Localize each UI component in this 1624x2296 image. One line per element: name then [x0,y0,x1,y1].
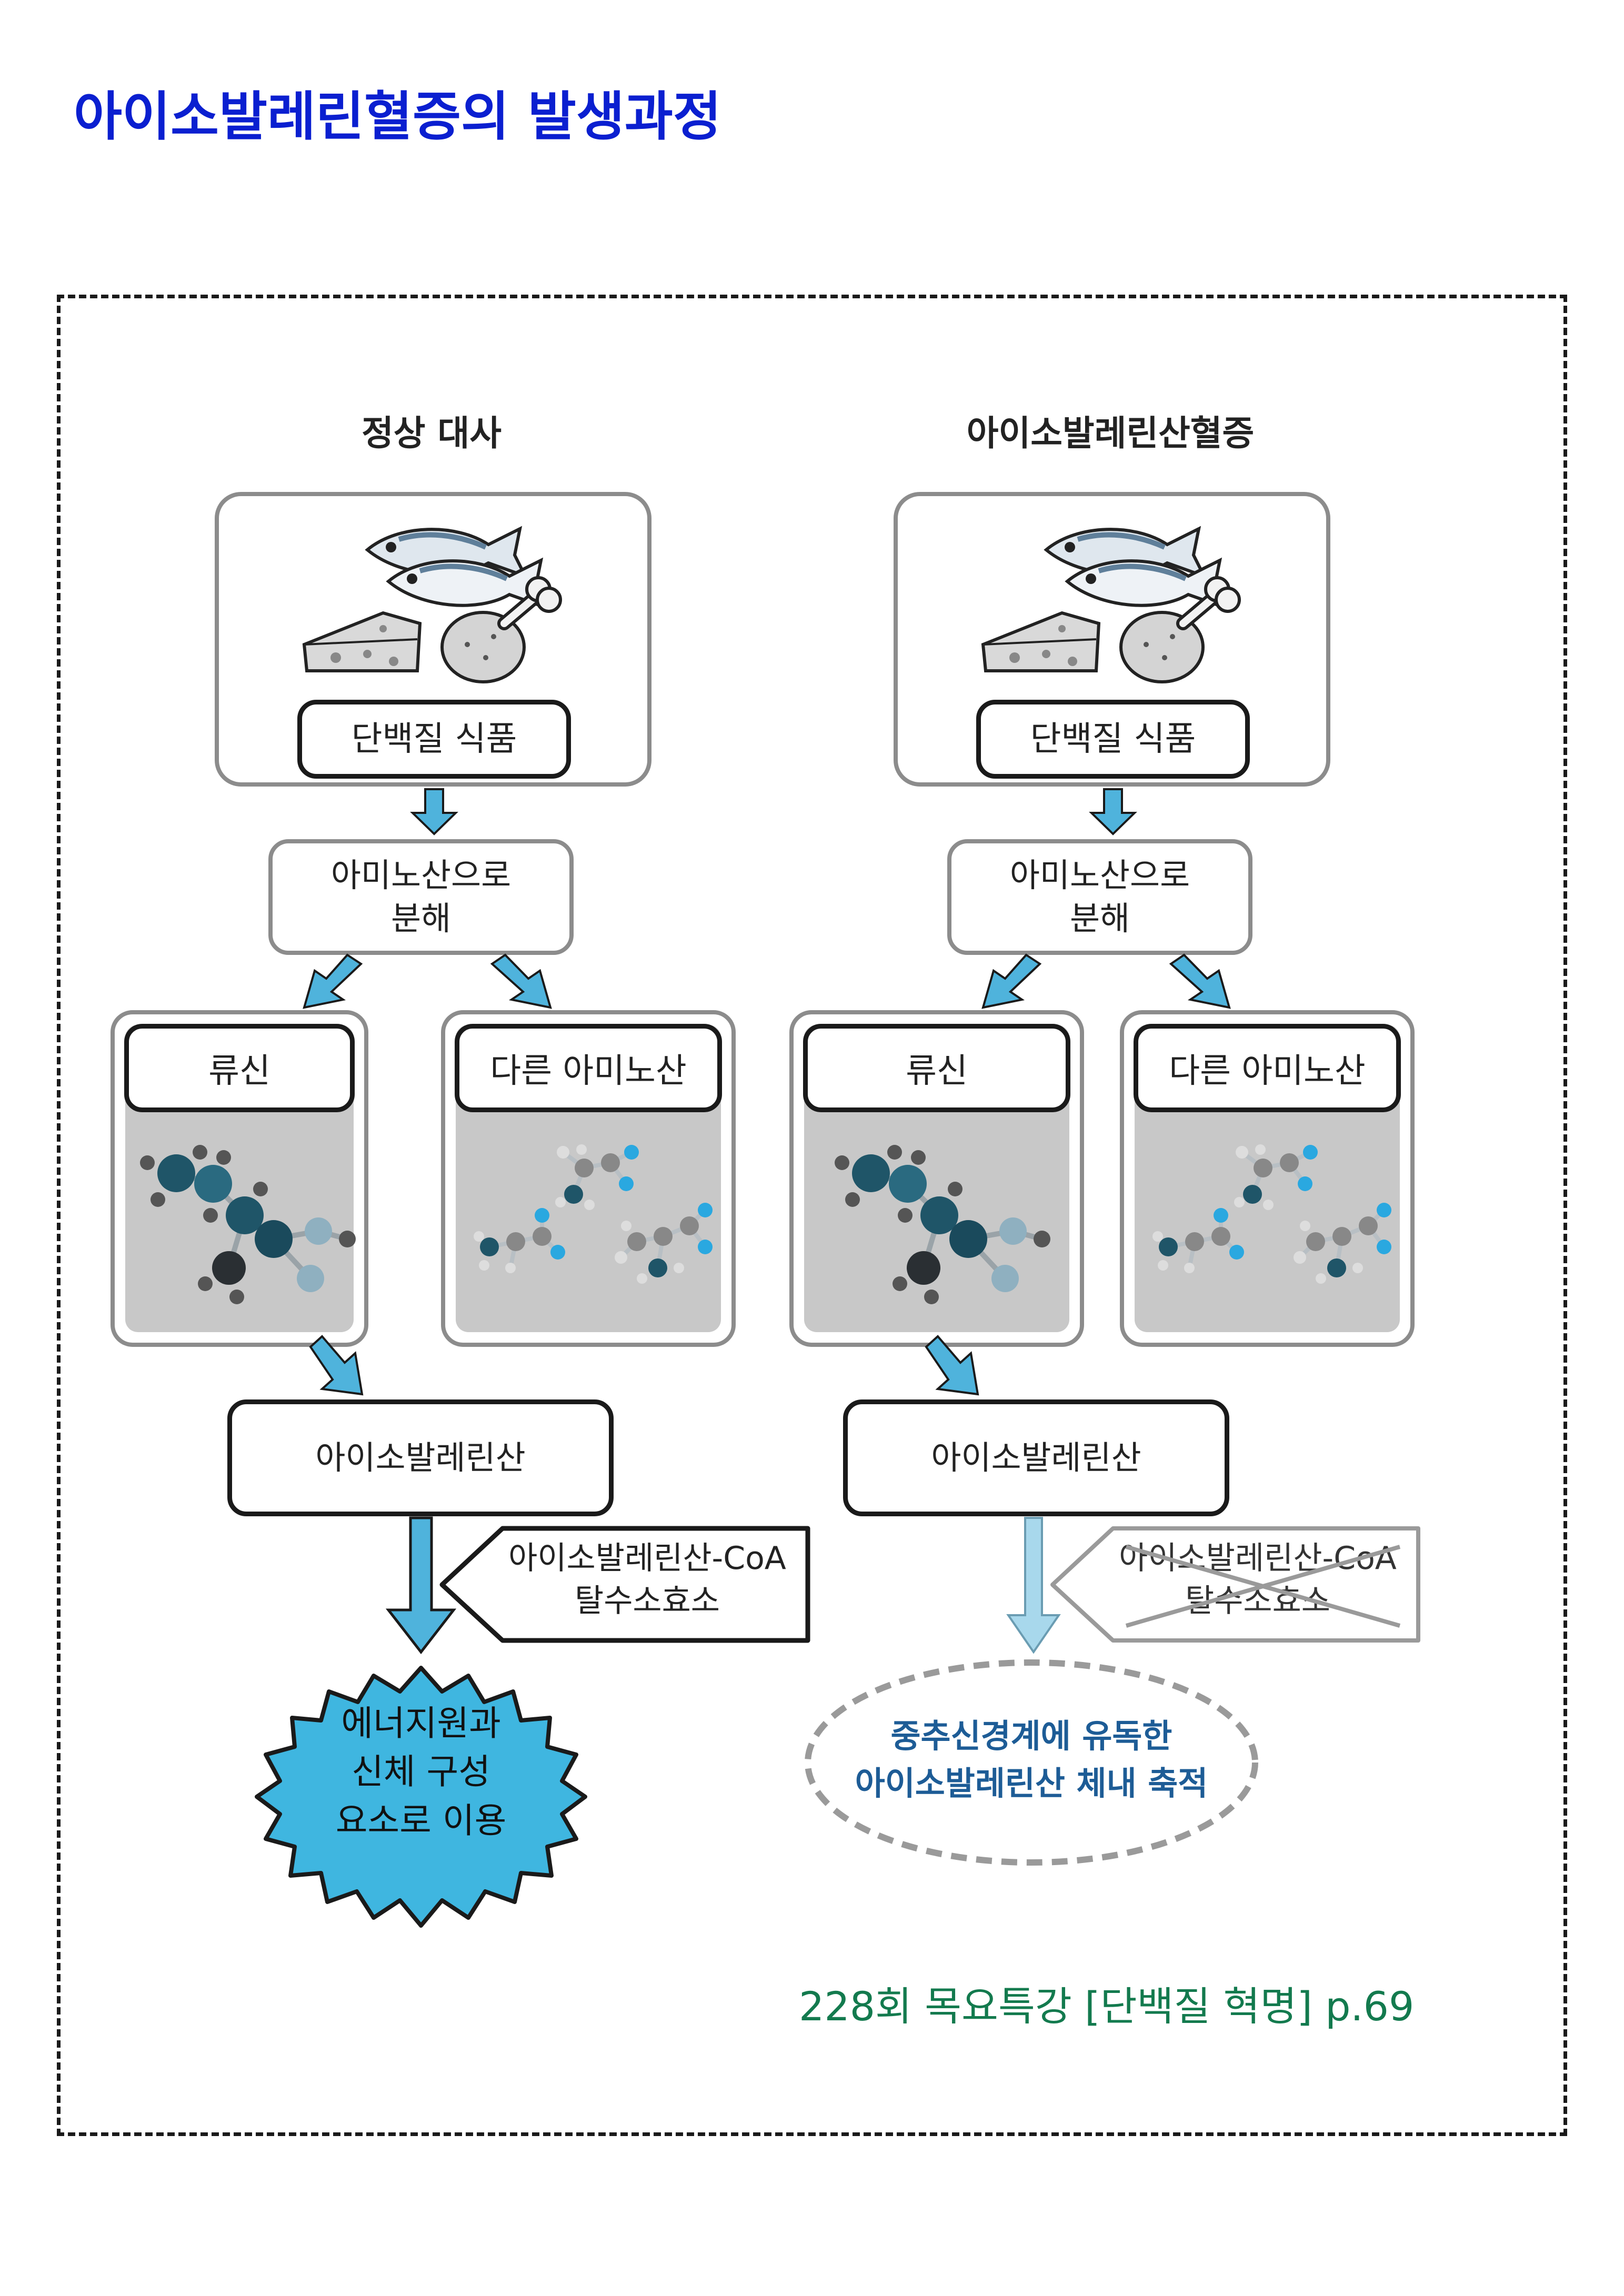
right-breakdown-line2: 분해 [1069,899,1130,938]
arrow-right-breakdown-to-other [1169,953,1231,1009]
right-leucine-panel: 류신 [789,1010,1084,1347]
right-food-illustration [981,526,1241,683]
diagram-frame [57,295,1567,2136]
right-leucine-label: 류신 [803,1024,1070,1112]
cheese-icon [302,611,422,672]
left-breakdown-line1: 아미노산으로 [330,856,512,895]
left-food-illustration [302,526,562,683]
right-outcome-line1: 중추신경계에 유독한 [890,1717,1172,1755]
left-breakdown-box: 아미노산으로 분해 [268,839,574,955]
arrow-right-product-to-outcome [1006,1517,1061,1654]
cheese-icon [981,611,1101,672]
right-breakdown-box: 아미노산으로 분해 [947,839,1252,955]
arrow-left-breakdown-to-other [490,953,552,1009]
arrow-right-food-to-breakdown [1089,788,1137,835]
arrow-right-leucine-to-product [925,1335,979,1396]
arrow-left-breakdown-to-leucine [303,953,363,1009]
left-breakdown-line2: 분해 [390,899,452,938]
right-other-amino-panel: 다른 아미노산 [1120,1010,1415,1347]
accumulation-ellipse-shape [805,1659,1258,1866]
arrow-left-leucine-to-product [309,1335,364,1396]
chicken-leg-icon [1119,576,1241,683]
amino-acid-molecule-icon [1152,1144,1391,1284]
left-outcome-line2: 신체 구성 [352,1751,490,1793]
left-outcome-line1: 에너지원과 [341,1703,501,1744]
right-leucine-molecule [835,1145,1050,1304]
left-enzyme-line1: 아이소발레린산-CoA [508,1540,786,1577]
amino-acid-molecule-icon [474,1144,713,1284]
right-amino-molecules [1152,1144,1391,1284]
right-column-title: 아이소발레린산혈증 [966,413,1255,454]
fish-icon [365,526,550,611]
arrow-right-breakdown-to-leucine [981,953,1042,1009]
left-food-label: 단백질 식품 [297,700,571,779]
energy-burst-shape [255,1666,587,1928]
left-other-amino-panel: 다른 아미노산 [441,1010,736,1347]
left-column-title: 정상 대사 [362,413,502,454]
right-product-box: 아이소발레린산 [843,1399,1229,1516]
right-outcome-line2: 아이소발레린산 체내 축적 [855,1764,1208,1802]
leucine-molecule-icon [835,1145,1050,1304]
left-leucine-label: 류신 [124,1024,355,1112]
right-food-label: 단백질 식품 [976,700,1250,779]
left-enzyme-callout-shape [439,1526,810,1643]
chicken-leg-icon [440,576,562,683]
left-outcome-line3: 요소로 이용 [335,1800,507,1841]
cross-out-icon [1125,1545,1401,1628]
leucine-molecule-icon [140,1145,356,1304]
left-enzyme-text: 아이소발레린산-CoA 탈수소효소 [489,1537,805,1623]
right-breakdown-line1: 아미노산으로 [1009,856,1190,895]
arrow-left-food-to-breakdown [410,788,458,835]
citation: 228회 목요특강 [단백질 혁명] p.69 [799,1983,1415,2030]
left-amino-molecules [474,1144,713,1284]
left-product-box: 아이소발레린산 [227,1399,614,1516]
left-enzyme-line2: 탈수소효소 [575,1583,720,1619]
fish-icon [1044,526,1229,611]
right-enzyme-callout-shape [1050,1526,1420,1643]
right-outcome-text: 중추신경계에 유독한 아이소발레린산 체내 축적 [821,1713,1242,1807]
left-leucine-molecule [140,1145,356,1304]
left-outcome-text: 에너지원과 신체 구성 요소로 이용 [295,1699,547,1845]
page-title: 아이소발레린혈증의 발생과정 [74,86,721,147]
arrow-left-product-to-outcome [385,1516,457,1655]
right-other-amino-label: 다른 아미노산 [1134,1024,1401,1112]
left-other-amino-label: 다른 아미노산 [455,1024,722,1112]
